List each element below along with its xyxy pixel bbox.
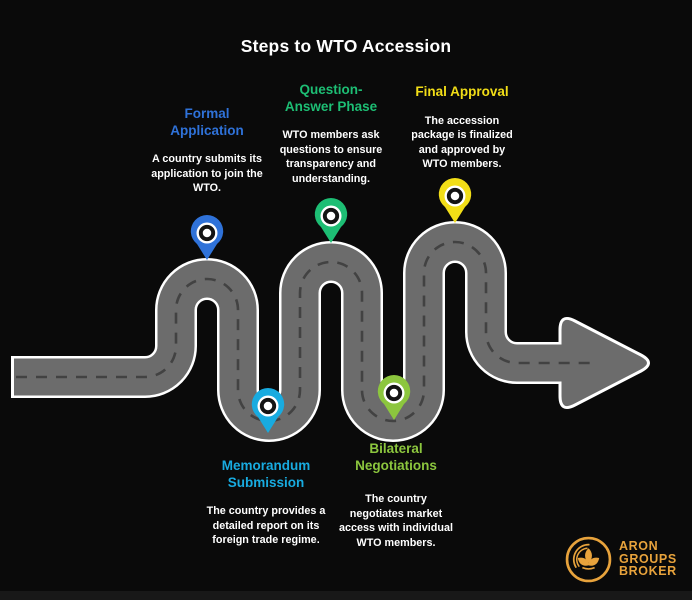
logo-line: BROKER (619, 564, 677, 579)
desc-line: and approved by (418, 143, 506, 156)
page-title: Steps to WTO Accession (240, 36, 452, 56)
pin-final-approval (438, 178, 472, 223)
heading-line: Negotiations (355, 457, 437, 473)
road-asphalt (14, 223, 604, 440)
step-memorandum-submission: Memorandum Submission The country provid… (179, 458, 354, 548)
pin-memorandum-submission (251, 388, 285, 433)
step-formal-application: Formal Application A country submits its… (122, 106, 292, 196)
desc-line: detailed report on its (212, 519, 320, 532)
step-heading: Question- Answer Phase (256, 82, 406, 115)
arrow-head (558, 317, 650, 409)
logo-line: ARON (619, 539, 659, 554)
step-description: The country provides a detailed report o… (179, 504, 354, 548)
desc-line: questions to ensure (279, 143, 383, 156)
desc-line: The country (365, 493, 427, 505)
brand-logo: ARON GROUPS BROKER (565, 534, 685, 584)
step-question-answer-phase: Question- Answer Phase WTO members ask q… (256, 82, 406, 186)
heading-line: Formal (184, 106, 230, 121)
pin-bilateral-negotiations (377, 375, 411, 420)
desc-line: package is finalized (411, 129, 513, 142)
heading-line: Question- (299, 82, 363, 97)
desc-line: The accession (424, 114, 500, 127)
heading-line: Memorandum (221, 458, 311, 473)
step-heading: Formal Application (122, 106, 292, 139)
desc-line: WTO members ask (282, 129, 380, 141)
heading-line: Bilateral (369, 441, 423, 456)
pin-question-answer-phase (314, 198, 348, 243)
desc-line: WTO members. (356, 536, 436, 549)
road-center-dashes (16, 240, 598, 423)
step-description: The accession package is finalized and a… (387, 114, 537, 172)
heading-line: Application (170, 122, 244, 138)
desc-line: WTO. (193, 182, 221, 195)
step-heading: Bilateral Negotiations (316, 441, 476, 474)
desc-line: application to join the (151, 167, 263, 180)
desc-line: foreign trade regime. (212, 534, 320, 547)
footer-strip (0, 591, 692, 600)
step-description: A country submits its application to joi… (122, 152, 292, 196)
heading-line: Final Approval (415, 84, 509, 99)
desc-line: understanding. (292, 172, 370, 185)
desc-line: The country provides a (206, 505, 326, 517)
desc-line: transparency and (285, 158, 376, 171)
desc-line: negotiates market (349, 507, 443, 520)
logo-wordmark: ARON GROUPS BROKER (619, 540, 677, 578)
step-description: WTO members ask questions to ensure tran… (256, 128, 406, 186)
logo-line: GROUPS (619, 551, 677, 566)
pin-formal-application (190, 215, 224, 260)
step-heading: Memorandum Submission (179, 458, 354, 491)
desc-line: access with individual (338, 522, 453, 535)
step-final-approval: Final Approval The accession package is … (387, 84, 537, 172)
desc-line: A country submits its (152, 153, 262, 165)
step-description: The country negotiates market access wit… (316, 492, 476, 550)
heading-line: Answer Phase (284, 98, 378, 114)
desc-line: WTO members. (422, 158, 502, 171)
heading-line: Submission (227, 474, 305, 490)
step-heading: Final Approval (387, 84, 537, 101)
step-bilateral-negotiations: Bilateral Negotiations The country negot… (316, 441, 476, 550)
aron-groups-icon (565, 536, 612, 582)
